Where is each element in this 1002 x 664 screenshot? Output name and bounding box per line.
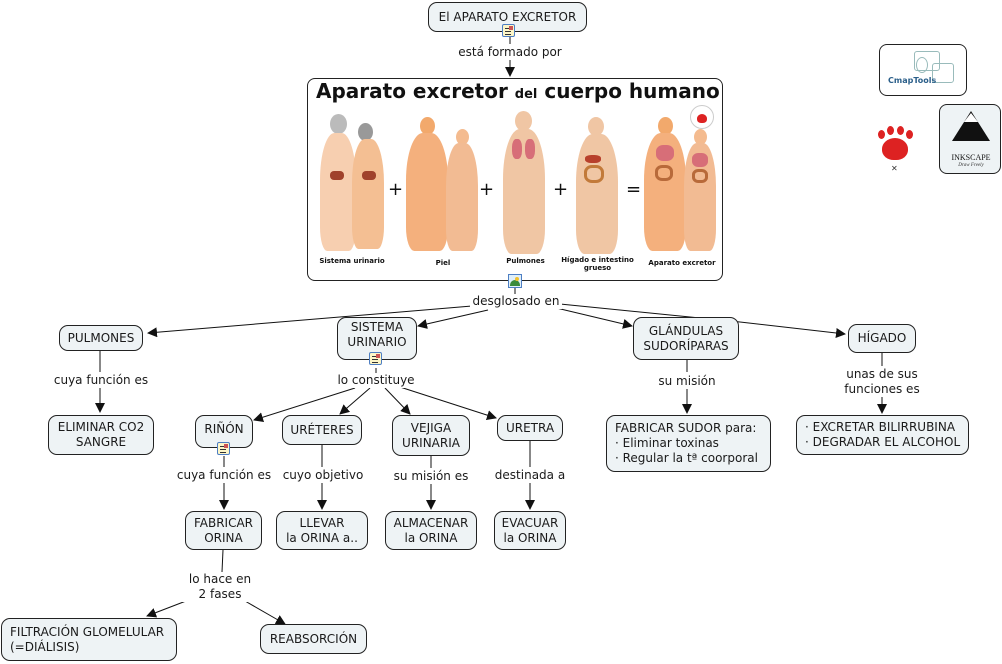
figure-lungs <box>500 111 550 256</box>
resource-document-icon[interactable] <box>369 352 382 365</box>
link-label-glandulas: su misión <box>653 374 721 389</box>
node-vejiga-urinaria[interactable]: VEJIGA URINARIA <box>392 415 470 456</box>
resource-document-icon[interactable] <box>502 24 515 37</box>
node-glandulas-sudoriparas[interactable]: GLÁNDULAS SUDORÍPARAS <box>633 317 739 360</box>
caption-lungs: Pulmones <box>506 257 545 265</box>
node-llevar-orina[interactable]: LLEVAR la ORINA a.. <box>276 511 368 550</box>
inkscape-logo: INKSCAPE Draw Freely <box>939 104 1001 174</box>
root-concept-node[interactable]: El APARATO EXCRETOR <box>428 2 587 32</box>
equals-operator: = <box>626 179 642 200</box>
figure-excretory-system <box>642 117 718 257</box>
plus-operator: + <box>553 179 569 200</box>
node-higado[interactable]: HÍGADO <box>848 324 916 353</box>
caption-skin: Piel <box>435 259 451 267</box>
link-label-rinon: cuya función es <box>174 468 274 483</box>
link-label-ureteres: cuyo objetivo <box>280 468 366 483</box>
link-label-pulmones: cuya función es <box>50 373 152 388</box>
caption-liver: Hígado e intestino grueso <box>561 256 634 272</box>
link-label-urinario: lo constituye <box>334 373 418 388</box>
node-reabsorcion[interactable]: REABSORCIÓN <box>260 624 367 654</box>
node-eliminar-co2[interactable]: ELIMINAR CO2 SANGRE <box>48 415 154 455</box>
node-fabricar-orina[interactable]: FABRICAR ORINA <box>185 511 262 550</box>
node-fabricar-sudor[interactable]: FABRICAR SUDOR para: · Eliminar toxinas … <box>606 415 771 472</box>
node-almacenar-orina[interactable]: ALMACENAR la ORINA <box>385 511 477 550</box>
node-ureteres[interactable]: URÉTERES <box>282 415 362 445</box>
figure-urinary-system <box>316 111 386 251</box>
link-label-desglosado: desglosado en <box>470 294 562 309</box>
link-label-higado: unas de sus funciones es <box>842 367 922 397</box>
resource-image-icon[interactable] <box>508 274 522 288</box>
node-evacuar-orina[interactable]: EVACUAR la ORINA <box>494 511 566 550</box>
figure-skin <box>404 117 480 257</box>
node-pulmones[interactable]: PULMONES <box>59 325 143 351</box>
link-label-uretra: destinada a <box>492 468 568 483</box>
plus-operator: + <box>388 179 404 200</box>
figure-liver-intestine <box>573 117 623 257</box>
link-label-vejiga: su misión es <box>390 469 472 484</box>
cmaptools-logo: CmapTools <box>879 44 967 96</box>
paw-logo-icon <box>690 105 714 129</box>
node-uretra[interactable]: URETRA <box>497 415 563 441</box>
link-label-formado-por: está formado por <box>455 45 565 60</box>
excretory-system-picture[interactable]: Aparato excretor del cuerpo humano + + +… <box>307 78 723 281</box>
caption-excretory: Aparato excretor <box>648 259 716 267</box>
caption-urinary: Sistema urinario <box>319 257 385 265</box>
plus-operator: + <box>479 179 495 200</box>
node-filtracion-glomerular[interactable]: FILTRACIÓN GLOMELULAR (=DIÁLISIS) <box>1 618 177 661</box>
resource-document-icon[interactable] <box>217 442 230 455</box>
link-label-fabricar-orina: lo hace en 2 fases <box>180 572 260 602</box>
maestro-naturales-logo: ✕ <box>866 118 922 174</box>
node-higado-funciones[interactable]: · EXCRETAR BILIRRUBINA · DEGRADAR EL ALC… <box>796 415 969 455</box>
picture-title: Aparato excretor del cuerpo humano <box>316 79 720 103</box>
